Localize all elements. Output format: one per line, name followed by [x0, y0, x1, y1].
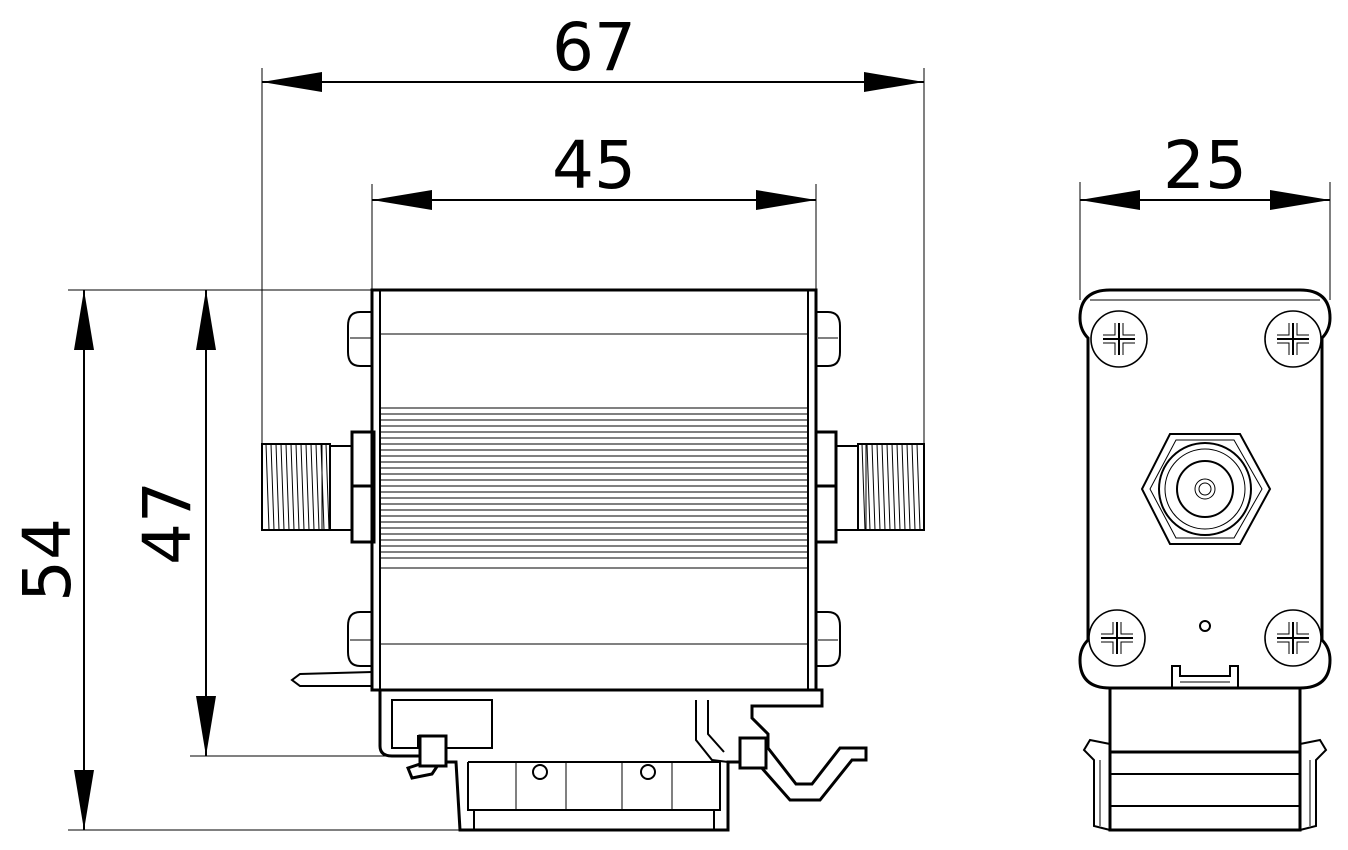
dimension-overall-width: 67 [261, 9, 925, 448]
side-pin [290, 671, 373, 687]
dimension-side-width: 25 [1079, 127, 1331, 300]
right-side-screws [816, 311, 841, 667]
dim-label-25: 25 [1163, 127, 1247, 204]
side-view [1078, 288, 1332, 832]
dimension-overall-height: 54 [9, 289, 470, 831]
dim-label-54: 54 [9, 518, 86, 602]
screw-top-left [1090, 310, 1148, 368]
dim-label-47: 47 [129, 481, 206, 565]
housing-body [370, 288, 818, 692]
side-din-clip [1082, 686, 1328, 832]
front-view [261, 288, 925, 832]
screw-top-right [1264, 310, 1322, 368]
left-side-screws [347, 311, 372, 667]
dimension-body-width: 45 [371, 127, 817, 292]
dim-label-45: 45 [552, 127, 636, 204]
dim-label-67: 67 [552, 9, 636, 86]
screw-bottom-right [1264, 609, 1322, 667]
led-indicator-icon [1199, 620, 1211, 632]
screw-bottom-left [1088, 609, 1146, 667]
dimension-body-height: 47 [129, 290, 420, 757]
coax-connector-face [1140, 433, 1272, 545]
left-connector-thread [261, 430, 376, 544]
corner-screws [1088, 310, 1322, 667]
din-rail-clip [378, 688, 868, 832]
right-connector-thread [814, 430, 925, 544]
